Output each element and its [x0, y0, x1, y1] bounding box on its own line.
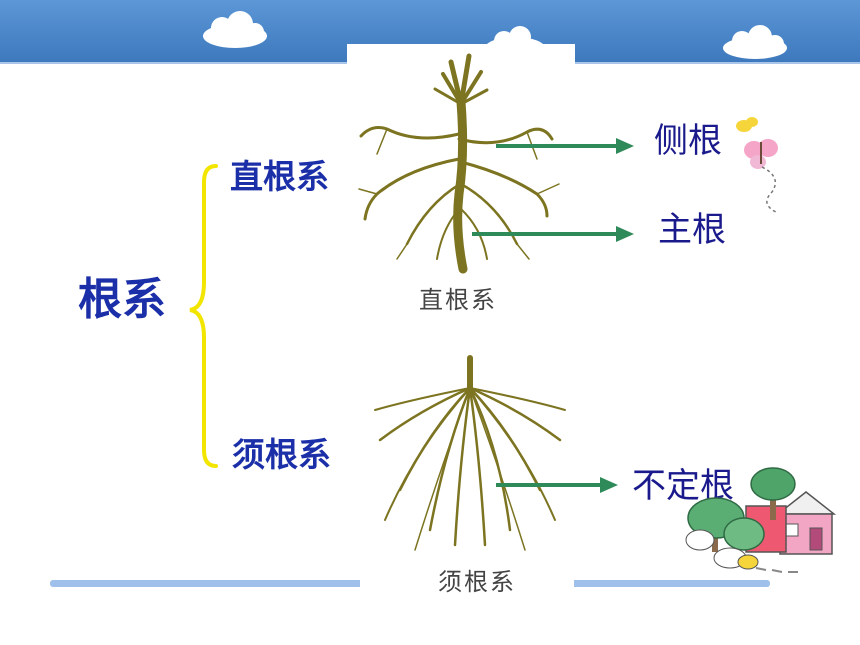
butterfly-icon [736, 117, 778, 213]
fibrous-root-drawing [374, 355, 566, 551]
cloud-icon [723, 25, 787, 59]
house-icon [685, 467, 837, 573]
taproot-illustration: 直根系 [347, 44, 575, 314]
brace [189, 164, 218, 468]
fibrous-root-illustration: 须根系 [360, 350, 574, 596]
taproot-system-label: 直根系 [230, 157, 329, 196]
lateral-root-label: 侧根 [654, 121, 722, 161]
arrow-lateral-root [496, 138, 634, 154]
arrow-adventitious-root [496, 477, 618, 493]
main-root-label: 主根 [658, 210, 726, 250]
taproot-caption: 直根系 [419, 286, 497, 314]
taproot-drawing [358, 53, 560, 274]
tree-icon [750, 467, 796, 520]
arrow-main-root [472, 226, 634, 242]
fibrous-root-system-label: 须根系 [232, 435, 331, 474]
fibrous-root-caption: 须根系 [438, 568, 516, 596]
cloud-icon [203, 11, 267, 48]
root-label: 根系 [78, 274, 166, 325]
